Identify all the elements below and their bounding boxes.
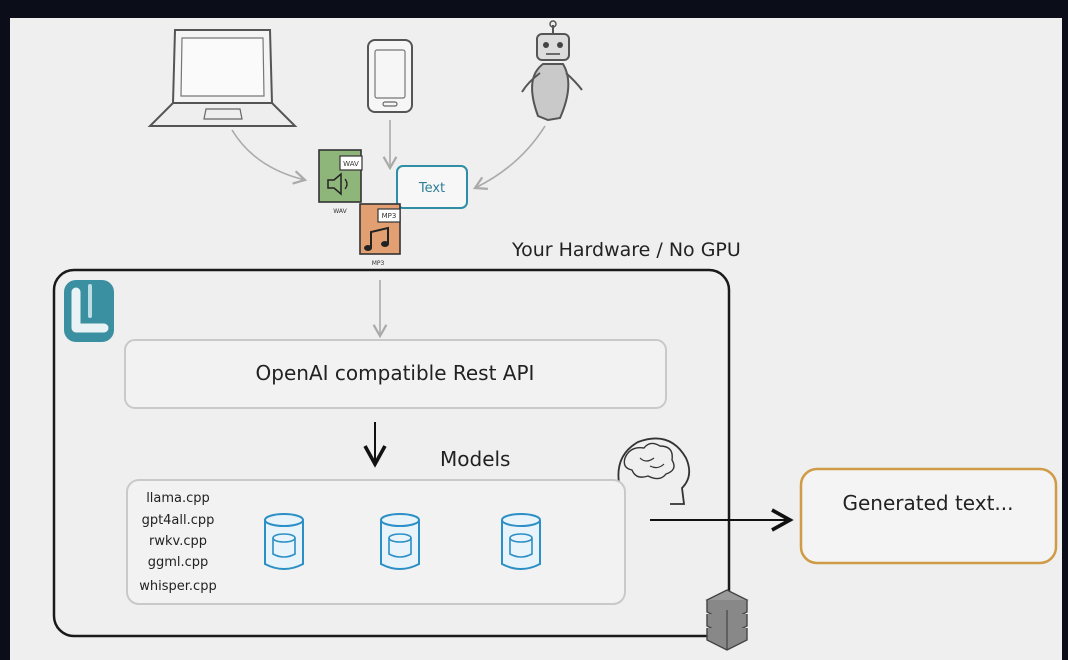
backend-item: gpt4all.cpp [142, 513, 215, 528]
backend-item: whisper.cpp [139, 579, 216, 594]
server-stack-icon [705, 589, 749, 651]
robot-icon [521, 20, 583, 122]
phone-icon [367, 39, 413, 113]
mp3-caption: MP3 [372, 260, 385, 267]
wav-file-icon: WAV WAV [318, 149, 363, 215]
hardware-container [52, 268, 731, 638]
wav-tag: WAV [343, 160, 359, 168]
output-box: Generated text... [799, 467, 1058, 565]
mp3-tag: MP3 [382, 212, 397, 220]
laptop-arrow [231, 129, 308, 185]
diagram-canvas: WAV WAV Text MP3 MP3 Your Hardware / No … [10, 18, 1062, 660]
architecture-diagram: WAV WAV Text MP3 MP3 Your Hardware / No … [52, 20, 1058, 651]
hardware-label: Your Hardware / No GPU [511, 239, 741, 261]
brain-head-icon [617, 437, 691, 505]
database-icon [380, 513, 420, 570]
laptop-icon [147, 29, 298, 127]
backend-item: ggml.cpp [148, 555, 209, 570]
models-label: Models [440, 447, 510, 471]
output-label: Generated text... [842, 491, 1013, 515]
backend-item: rwkv.cpp [149, 534, 207, 549]
database-icon [264, 513, 304, 570]
mp3-file-icon: MP3 MP3 [359, 203, 401, 267]
models-box [126, 479, 626, 605]
api-box: OpenAI compatible Rest API [124, 339, 667, 409]
api-box-label: OpenAI compatible Rest API [256, 361, 535, 385]
backend-list: llama.cpp gpt4all.cpp rwkv.cpp ggml.cpp … [139, 491, 216, 594]
database-icon [501, 513, 541, 570]
backend-item: llama.cpp [146, 491, 210, 506]
robot-arrow [472, 125, 546, 190]
text-input-box: Text [396, 165, 468, 209]
text-box-label: Text [418, 181, 445, 196]
wav-caption: WAV [333, 208, 347, 215]
app-logo-icon [64, 280, 114, 342]
